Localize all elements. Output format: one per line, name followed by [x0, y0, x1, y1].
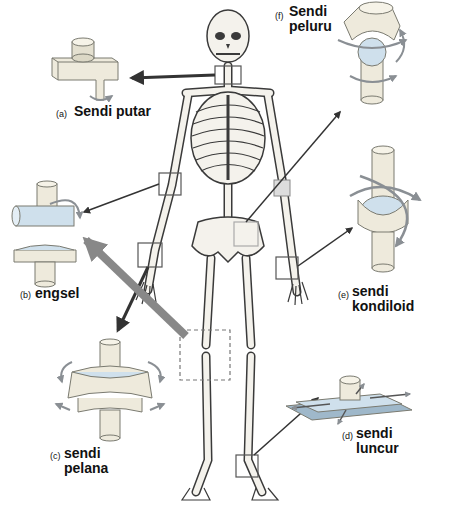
- gliding-joint-part: [292, 404, 330, 408]
- callout-letter: (b): [20, 291, 36, 301]
- ball-socket-joint-part: [358, 38, 386, 66]
- leader-arrow-part: [246, 112, 340, 222]
- bone-fill: [148, 66, 297, 492]
- ball-socket-joint-part: [338, 40, 406, 48]
- joint-location-box-part: [159, 173, 181, 195]
- fingers-part: [288, 282, 308, 305]
- saddle-joint-part: [100, 435, 120, 441]
- joint-name: sendi pelana: [64, 446, 124, 477]
- callout-letter: (c): [50, 452, 66, 462]
- callout-letter: (f): [275, 12, 291, 22]
- ribs: [192, 95, 264, 180]
- bone-outline-part: [246, 258, 262, 492]
- saddle-joint: [56, 339, 164, 441]
- gliding-joint-part: [356, 384, 364, 394]
- gliding-joint-part: [370, 394, 410, 398]
- skull: [207, 10, 249, 62]
- pivot-joint-part: [72, 38, 94, 46]
- leader-arrow-part: [86, 240, 186, 336]
- joint-location-box-part: [138, 243, 162, 267]
- callout-letter: (e): [338, 291, 354, 301]
- bone-outline: [148, 66, 297, 492]
- pelvis: [192, 217, 264, 262]
- gliding-joint-part: [338, 410, 346, 424]
- gliding-joint: [286, 376, 412, 424]
- hinge-joint-part: [50, 200, 80, 218]
- pivot-joint-part: [58, 62, 59, 80]
- hinge-joint-part: [37, 181, 57, 187]
- joint-name: sendi kondiloid: [352, 284, 432, 315]
- condyloid-joint-part: [350, 187, 420, 200]
- hinge-joint-part: [12, 206, 20, 226]
- pivot-joint-part: [72, 54, 94, 62]
- hinge-joint-part: [16, 245, 74, 250]
- saddle-joint-part: [68, 366, 152, 398]
- ball-socket-joint-part: [396, 30, 404, 62]
- saddle-joint-part: [61, 362, 72, 382]
- condyloid-joint-part: [372, 150, 394, 202]
- skeleton: [136, 10, 308, 500]
- hinge-joint-part: [16, 206, 74, 226]
- saddle-joint-part: [150, 404, 164, 410]
- joint-name: engsel: [35, 286, 105, 301]
- condyloid-joint-part: [360, 176, 407, 246]
- joint-location-box-part: [180, 330, 230, 380]
- ball-socket-joint: [338, 2, 406, 104]
- ball-socket-joint-part: [361, 96, 383, 104]
- bone-outline-part: [268, 96, 297, 292]
- bone-outline-part: [196, 258, 211, 492]
- leader-arrow-part: [84, 184, 159, 212]
- leader-arrow-part: [298, 228, 352, 266]
- saddle-joint-part: [72, 372, 148, 378]
- pivot-joint: [52, 38, 118, 100]
- saddle-joint-part: [148, 362, 161, 382]
- condyloid-joint: [350, 146, 420, 272]
- joint-location-box-part: [276, 257, 298, 279]
- joint-location-box-part: [215, 66, 241, 84]
- face: [215, 32, 241, 54]
- callout-letter: (a): [56, 110, 76, 120]
- joint-location-box-part: [236, 455, 258, 477]
- face-part: [231, 32, 241, 40]
- joint-name: Sendi peluru: [289, 4, 345, 35]
- callout-letter: (d): [342, 432, 358, 442]
- condyloid-joint-part: [358, 200, 408, 233]
- pivot-joint-part: [52, 58, 118, 100]
- ribs-part: [227, 95, 230, 180]
- ball-socket-joint-part: [359, 2, 393, 14]
- joint-location-box: [138, 66, 298, 477]
- bone-fill-part: [246, 258, 262, 492]
- hinge-joint-part: [14, 250, 76, 262]
- leader-arrow-part: [132, 75, 215, 78]
- joint-name: Sendi putar: [74, 104, 174, 119]
- joint-location-box-part: [234, 222, 258, 246]
- condyloid-joint-part: [372, 264, 394, 272]
- fingers-part: [182, 488, 278, 500]
- hinge-joint-part: [37, 184, 57, 208]
- bone-outline-part: [148, 96, 188, 290]
- bone-fill-part: [268, 96, 297, 292]
- condyloid-joint-part: [372, 232, 394, 268]
- saddle-joint-part: [100, 339, 120, 345]
- pivot-joint-part: [90, 96, 112, 100]
- face-part: [215, 32, 225, 40]
- face-part: [226, 44, 230, 49]
- face-part: [216, 53, 240, 55]
- ribcage: [191, 92, 265, 184]
- bone-fill-part: [148, 96, 188, 290]
- condyloid-joint-part: [372, 146, 394, 154]
- hinge-joint: [12, 181, 80, 287]
- gliding-joint-part: [340, 376, 360, 384]
- saddle-joint-part: [56, 404, 70, 410]
- bone-fill-part: [196, 258, 211, 492]
- ball-socket-joint-part: [350, 76, 396, 82]
- joint-name: sendi luncur: [356, 426, 416, 457]
- saddle-joint-part: [100, 410, 120, 438]
- joint-location-box: [274, 180, 290, 196]
